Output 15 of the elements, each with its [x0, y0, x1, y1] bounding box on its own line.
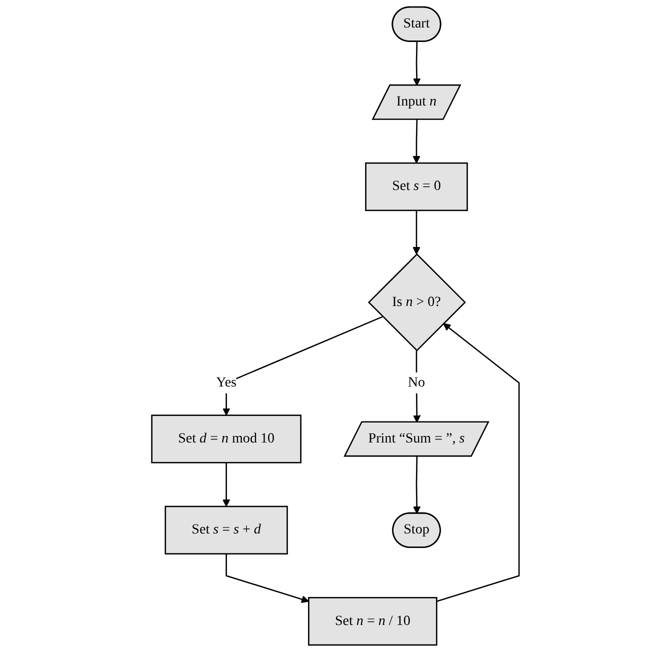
arrow: [412, 120, 420, 164]
edge-label: No: [407, 374, 425, 390]
node-box: Set s = 0: [364, 162, 468, 212]
node-box: Set n = n / 10: [308, 596, 437, 646]
edge-label: Yes: [216, 374, 236, 390]
arrow: [225, 554, 309, 603]
arrow: [412, 456, 420, 514]
node-box: Set d = n mod 10: [150, 414, 302, 464]
arrow: [412, 210, 420, 255]
arrow: [222, 316, 383, 416]
arrow: [436, 323, 520, 602]
node-box: Set s = s + d: [164, 506, 288, 554]
node-diamond: Is n > 0?: [368, 253, 466, 352]
arrow: [222, 462, 230, 507]
arrow: [412, 42, 420, 86]
